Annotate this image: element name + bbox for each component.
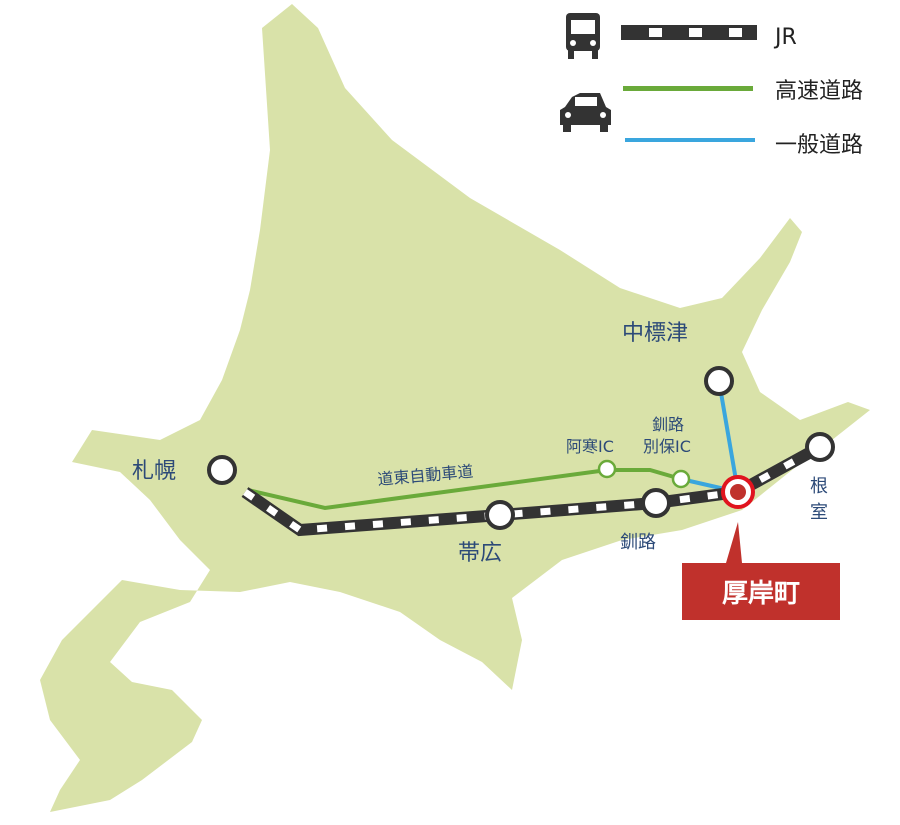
akkeshi-callout[interactable] — [682, 522, 840, 620]
label-betsuho-ic-2: 別保IC — [643, 437, 691, 456]
ic-kushiro-betsuho[interactable] — [671, 469, 691, 489]
legend-jr-dash — [729, 28, 742, 37]
station-nemuro[interactable] — [805, 432, 835, 462]
station-obihiro[interactable] — [485, 500, 515, 530]
station-sapporo[interactable] — [207, 455, 237, 485]
label-betsuho-ic-1: 釧路 — [652, 415, 684, 434]
legend-jr-dash — [649, 28, 662, 37]
legend-expressway-label: 高速道路 — [775, 79, 863, 104]
legend-expressway-line — [623, 86, 753, 91]
legend-jr-dash — [689, 28, 702, 37]
label-kushiro: 釧路 — [620, 532, 656, 553]
label-obihiro: 帯広 — [458, 541, 502, 566]
label-nemuro-1: 根 — [810, 476, 828, 497]
label-akan-ic: 阿寒IC — [566, 437, 614, 456]
legend-general-road-line — [625, 138, 755, 142]
station-nakashibetsu[interactable] — [704, 366, 734, 396]
akkeshi-label: 厚岸町 — [722, 579, 800, 609]
station-kushiro[interactable] — [641, 488, 671, 518]
legend-jr-label: JR — [773, 25, 797, 50]
akkeshi-marker-dot — [730, 484, 746, 500]
jr-line-dashes — [243, 443, 822, 534]
label-sapporo: 札幌 — [132, 459, 176, 484]
legend-general-road-label: 一般道路 — [775, 133, 863, 158]
bus-icon — [566, 13, 600, 59]
general-road-nakashibetsu — [717, 380, 740, 493]
label-nemuro-2: 室 — [810, 502, 828, 523]
ic-akan[interactable] — [597, 459, 617, 479]
hokkaido-landmass — [40, 4, 870, 812]
car-icon — [560, 93, 611, 132]
label-nakashibetsu: 中標津 — [622, 321, 688, 346]
